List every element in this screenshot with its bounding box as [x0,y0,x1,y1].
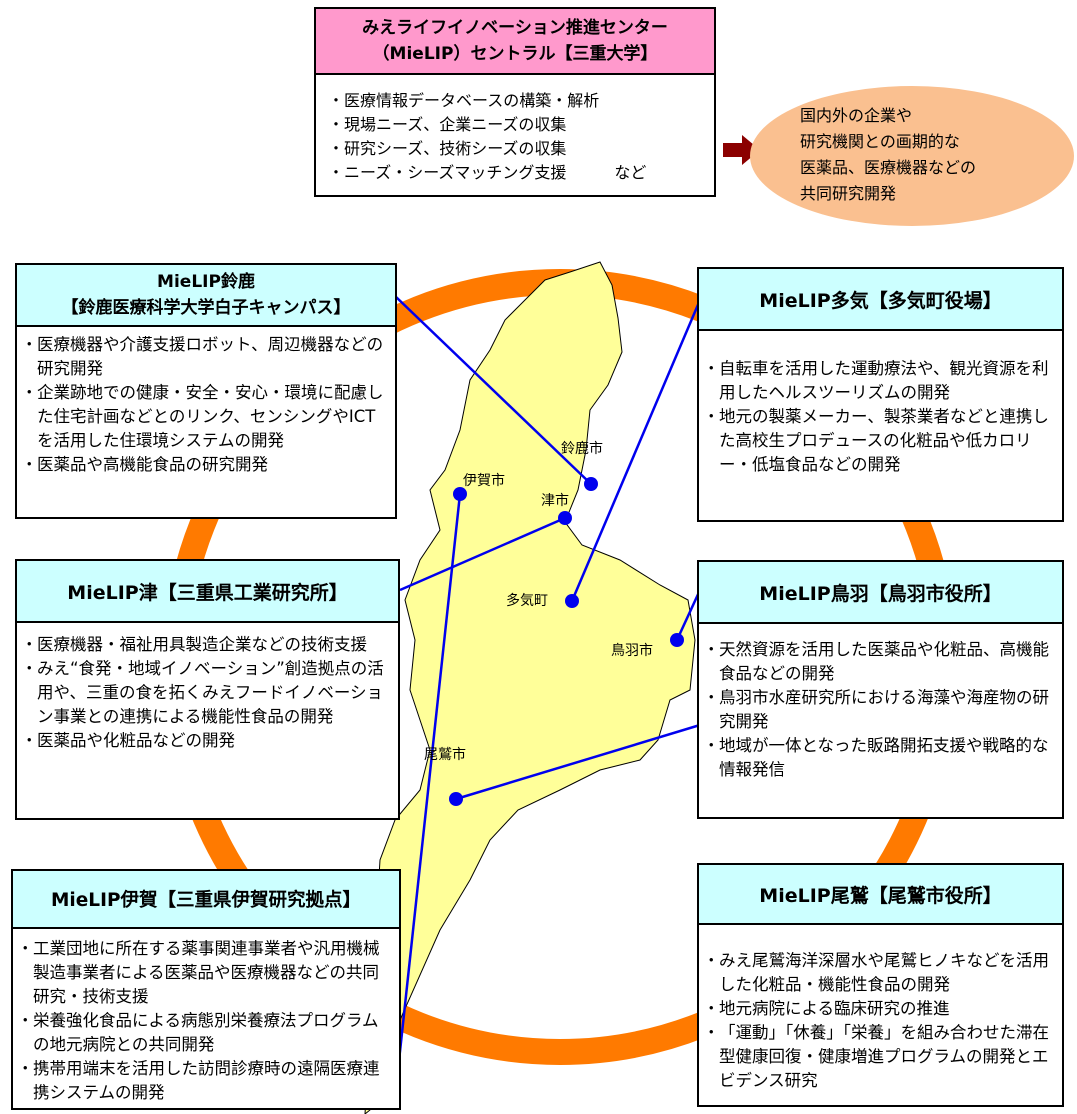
owase-item: 「運動」「休養」「栄養」を組み合わせた滞在型健康回復・健康増進プログラムの開発と… [703,1021,1056,1093]
tsu-item: 医療機器・福祉用具製造企業などの技術支援 [21,633,390,657]
tsu-header: MieLIP津【三重県工業研究所】 [17,561,398,623]
mie-prefecture-map [364,261,696,1114]
taki-connector [570,299,702,602]
city-label-taki: 多気町 [506,593,548,609]
taki-city-dot [565,594,579,608]
central-title-line2: （MieLIP）セントラル【三重大学】 [372,44,658,64]
tsu-item: みえ“食発・地域イノベーション”創造拠点の活用や、三重の食を拓くみえフードイノベ… [21,657,390,729]
iga-item: 栄養強化食品による病態別栄養療法プログラムの地元病院との共同開発 [17,1009,393,1057]
suzuka-header: MieLIP鈴鹿 【鈴鹿医療科学大学白子キャンパス】 [17,265,395,327]
callout-text: 国内外の企業や 研究機関との画期的な 医薬品、医療機器などの 共同研究開発 [800,103,1060,207]
tsu-title: MieLIP津【三重県工業研究所】 [67,581,348,604]
suzuka-item: 医療機器や介護支援ロボット、周辺機器などの研究開発 [21,333,387,381]
callout-line: 医薬品、医療機器などの [800,158,977,177]
taki-box: MieLIP多気【多気町役場】 自転車を活用した運動療法や、観光資源を利用したヘ… [697,267,1064,522]
toba-connector [675,589,702,641]
central-item-list: 医療情報データベースの構築・解析 現場ニーズ、企業ニーズの収集 研究シーズ、技術… [316,75,714,185]
connector-lines [394,295,702,1071]
iga-connector [396,493,462,1071]
owase-title: MieLIP尾鷲【尾鷲市役所】 [759,884,1002,907]
suzuka-title-line2: 【鈴鹿医療科学大学白子キャンパス】 [61,298,351,318]
suzuka-item: 企業跡地での健康・安全・安心・環境に配慮した住宅計画などとのリンク、センシングや… [21,381,387,453]
suzuka-title-line1: MieLIP鈴鹿 [157,272,255,292]
tsu-item-list: 医療機器・福祉用具製造企業などの技術支援 みえ“食発・地域イノベーション”創造拠… [17,623,398,753]
owase-item-list: みえ尾鷲海洋深層水や尾鷲ヒノキなどを活用した化粧品・機能性食品の開発 地元病院に… [699,925,1062,1093]
taki-header: MieLIP多気【多気町役場】 [699,269,1062,331]
tsu-item: 医薬品や化粧品などの開発 [21,729,390,753]
tsu-city-dot [558,511,572,525]
city-label-tsu: 津市 [541,493,569,509]
central-title-line1: みえライフイノベーション推進センター [362,18,668,38]
owase-box: MieLIP尾鷲【尾鷲市役所】 みえ尾鷲海洋深層水や尾鷲ヒノキなどを活用した化粧… [697,863,1064,1107]
city-label-suzuka: 鈴鹿市 [561,441,603,457]
callout-line: 国内外の企業や [800,106,913,125]
iga-item-list: 工業団地に所在する薬事関連事業者や汎用機械製造事業者による医薬品や医療機器などの… [13,929,399,1105]
toba-header: MieLIP鳥羽【鳥羽市役所】 [699,562,1062,624]
toba-item: 鳥羽市水産研究所における海藻や海産物の研究開発 [703,686,1054,734]
taki-item: 自転車を活用した運動療法や、観光資源を利用したヘルスツーリズムの開発 [703,357,1054,405]
owase-header: MieLIP尾鷲【尾鷲市役所】 [699,865,1062,925]
toba-item-list: 天然資源を活用した医薬品や化粧品、高機能食品などの開発 鳥羽市水産研究所における… [699,624,1062,782]
callout-line: 共同研究開発 [800,184,897,203]
iga-box: MieLIP伊賀【三重県伊賀研究拠点】 工業団地に所在する薬事関連事業者や汎用機… [11,869,401,1110]
toba-city-dot [670,633,684,647]
city-label-owase: 尾鷲市 [424,747,466,763]
iga-header: MieLIP伊賀【三重県伊賀研究拠点】 [13,871,399,929]
toba-box: MieLIP鳥羽【鳥羽市役所】 天然資源を活用した医薬品や化粧品、高機能食品など… [697,560,1064,819]
central-item: 現場ニーズ、企業ニーズの収集 [328,113,702,137]
iga-city-dot [453,487,467,501]
central-item: 医療情報データベースの構築・解析 [328,89,702,113]
central-item: 研究シーズ、技術シーズの収集 [328,137,702,161]
iga-item: 工業団地に所在する薬事関連事業者や汎用機械製造事業者による医薬品や医療機器などの… [17,937,393,1009]
taki-title: MieLIP多気【多気町役場】 [759,289,1002,312]
callout-line: 研究機関との画期的な [800,132,960,151]
toba-item: 天然資源を活用した医薬品や化粧品、高機能食品などの開発 [703,638,1054,686]
toba-item: 地域が一体となった販路開拓支援や戦略的な情報発信 [703,734,1054,782]
owase-item: 地元病院による臨床研究の推進 [703,997,1056,1021]
suzuka-box: MieLIP鈴鹿 【鈴鹿医療科学大学白子キャンパス】 医療機器や介護支援ロボット… [15,263,397,519]
city-label-iga: 伊賀市 [463,473,505,489]
central-header: みえライフイノベーション推進センター （MieLIP）セントラル【三重大学】 [316,9,714,75]
suzuka-city-dot [584,477,598,491]
suzuka-item-list: 医療機器や介護支援ロボット、周辺機器などの研究開発 企業跡地での健康・安全・安心… [17,327,395,477]
owase-city-dot [449,792,463,806]
city-label-toba: 鳥羽市 [611,643,653,659]
central-box: みえライフイノベーション推進センター （MieLIP）セントラル【三重大学】 医… [314,7,716,197]
suzuka-connector [394,295,592,485]
iga-title: MieLIP伊賀【三重県伊賀研究拠点】 [50,890,362,911]
tsu-connector [399,516,566,592]
tsu-box: MieLIP津【三重県工業研究所】 医療機器・福祉用具製造企業などの技術支援 み… [15,559,400,820]
iga-item: 携帯用端末を活用した訪問診療時の遠隔医療連携システムの開発 [17,1057,393,1105]
owase-item: みえ尾鷲海洋深層水や尾鷲ヒノキなどを活用した化粧品・機能性食品の開発 [703,949,1056,997]
taki-item-list: 自転車を活用した運動療法や、観光資源を利用したヘルスツーリズムの開発 地元の製薬… [699,331,1062,477]
central-item: ニーズ・シーズマッチング支援 など [328,161,702,185]
toba-title: MieLIP鳥羽【鳥羽市役所】 [759,582,1002,605]
suzuka-item: 医薬品や高機能食品の研究開発 [21,453,387,477]
callout-ellipse [750,86,1074,226]
owase-connector [455,723,701,801]
taki-item: 地元の製薬メーカー、製茶業者などと連携した高校生プロデュースの化粧品や低カロリー… [703,405,1054,477]
